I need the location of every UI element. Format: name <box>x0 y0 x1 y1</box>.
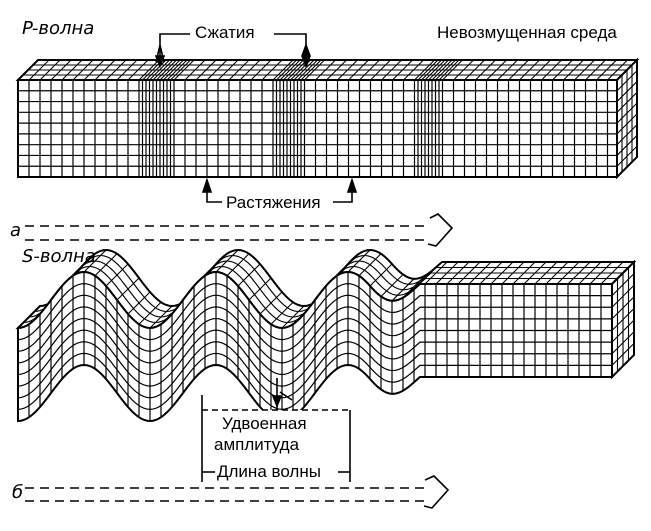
panel-letter-b: б <box>12 482 24 503</box>
wavelength-label: Длина волны <box>215 462 323 481</box>
annotation-lines <box>25 33 454 509</box>
s-wave-title: S-волна <box>22 246 96 267</box>
undisturbed-medium-label: Невозмущенная среда <box>437 23 617 42</box>
compressions-label: Сжатия <box>193 23 257 42</box>
propagation-arrow-b <box>25 487 425 502</box>
compressions-bracket <box>159 33 307 45</box>
compressions-arrow-right <box>301 42 311 69</box>
rarefactions-label: Растяжения <box>224 193 323 212</box>
panel-letter-a: а <box>10 220 22 241</box>
s-wave-block <box>15 248 637 423</box>
p-wave-title: P-волна <box>22 18 95 39</box>
p-wave-block <box>15 57 640 180</box>
arrowhead-a <box>427 213 454 247</box>
double-amplitude-label-line1: Удвоенная <box>222 414 307 433</box>
propagation-arrow-a <box>25 225 430 241</box>
double-amplitude-label-line2: амплитуда <box>214 435 300 454</box>
arrowhead-b <box>423 475 450 509</box>
